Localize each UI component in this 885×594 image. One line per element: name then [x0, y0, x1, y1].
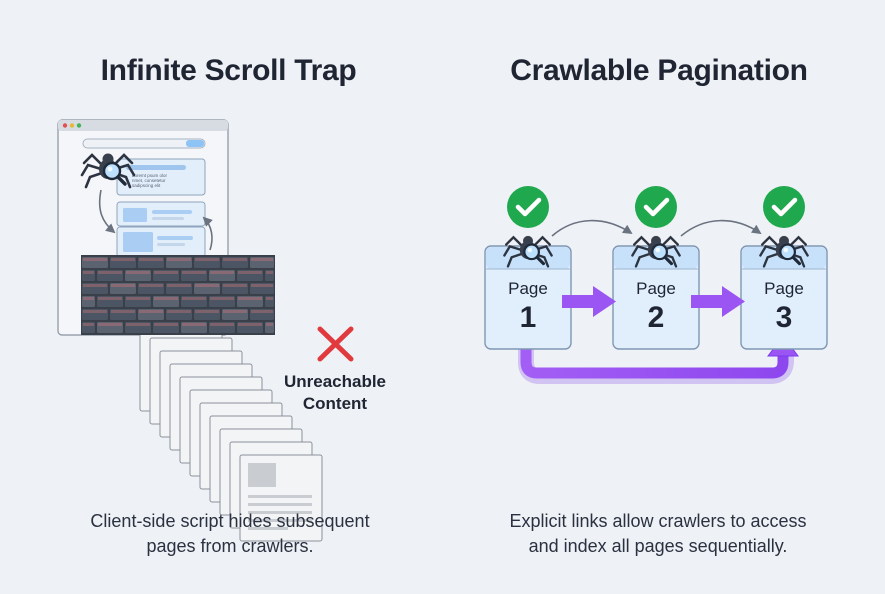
content-card-3 [116, 226, 206, 258]
card-text-line: sadipscing elit [132, 183, 161, 188]
checkmark-icon [635, 186, 677, 228]
content-card-1: Loremt psum olor nmet, consetetur sadips… [116, 158, 206, 196]
caption-line: Explicit links allow crawlers to access [509, 511, 807, 531]
crawl-arrow-2-3 [680, 219, 762, 237]
next-arrow-2-3 [691, 286, 745, 317]
caption-line: pages from crawlers. [146, 536, 314, 556]
page-number: 3 [776, 301, 793, 334]
left-panel-caption: Client-side script hides subsequent page… [40, 509, 420, 559]
page-number: 2 [648, 301, 665, 334]
right-panel-caption: Explicit links allow crawlers to access … [468, 509, 848, 559]
checkmark-icon [507, 186, 549, 228]
window-close-dot [62, 123, 68, 128]
direct-link-arrow [520, 345, 789, 379]
scroll-arrow-up [202, 216, 213, 251]
page-word: Page [508, 279, 548, 298]
caption-line: Client-side script hides subsequent [90, 511, 370, 531]
card-text-line: Loremt psum olor [132, 173, 168, 178]
caption-line: and index all pages sequentially. [528, 536, 788, 556]
right-panel-title: Crawlable Pagination [510, 54, 808, 87]
crawl-arrow-1-2 [551, 219, 633, 237]
window-minimize-dot [69, 123, 75, 128]
scroll-arrow-down [98, 189, 116, 234]
stacked-page [239, 454, 323, 542]
page-card-2: Page 2 [612, 234, 700, 350]
x-mark-icon [317, 326, 354, 362]
page-number: 1 [520, 301, 537, 334]
page-word: Page [764, 279, 804, 298]
unreachable-label: Content [303, 394, 368, 413]
page-word: Page [636, 279, 676, 298]
brick-wall [81, 255, 275, 335]
unreachable-label: Unreachable [284, 372, 386, 391]
left-panel-title: Infinite Scroll Trap [100, 54, 357, 87]
checkmark-icon [763, 186, 805, 228]
content-card-2 [116, 201, 206, 227]
card-text-line: nmet, consetetur [132, 178, 166, 183]
page-card-1: Page 1 [484, 234, 572, 350]
next-arrow-1-2 [562, 286, 616, 317]
window-maximize-dot [76, 123, 82, 128]
page-card-3: Page 3 [740, 234, 828, 350]
unreachable-page-stack [139, 324, 323, 542]
